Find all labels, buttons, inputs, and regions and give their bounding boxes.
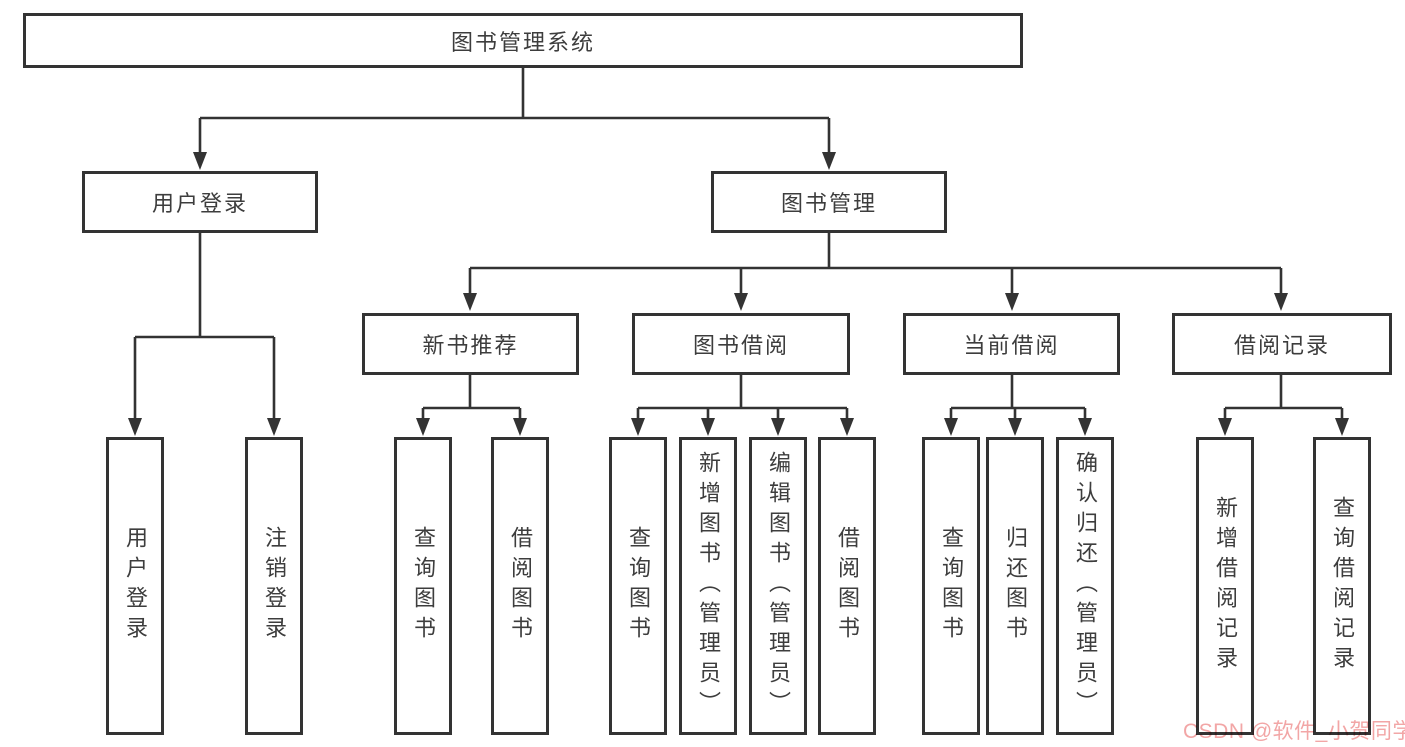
leaf-current-query-books: 查询图书 bbox=[922, 437, 980, 735]
leaf-recommend-query-books: 查询图书 bbox=[394, 437, 452, 735]
leaf-recommend-borrow-books-label: 借阅图书 bbox=[508, 526, 533, 646]
leaf-logout: 注销登录 bbox=[245, 437, 303, 735]
node-borrowing-records: 借阅记录 bbox=[1172, 313, 1392, 375]
leaf-user-login: 用户登录 bbox=[106, 437, 164, 735]
leaf-borrow-add-books-admin-label: 新增图书（管理员） bbox=[696, 451, 721, 721]
arrow-heads bbox=[128, 152, 1349, 436]
csdn-watermark: CSDN @软件_小贺同学 bbox=[1183, 720, 1405, 743]
node-new-book-recommendation: 新书推荐 bbox=[362, 313, 579, 375]
leaf-current-confirm-return-admin: 确认归还（管理员） bbox=[1056, 437, 1114, 735]
leaf-current-return-books-label: 归还图书 bbox=[1003, 526, 1028, 646]
leaf-recommend-query-books-label: 查询图书 bbox=[411, 526, 436, 646]
leaf-borrow-query-books: 查询图书 bbox=[609, 437, 667, 735]
leaf-records-query-record: 查询借阅记录 bbox=[1313, 437, 1371, 735]
node-book-management: 图书管理 bbox=[711, 171, 947, 233]
leaf-current-return-books: 归还图书 bbox=[986, 437, 1044, 735]
leaf-borrow-edit-books-admin-label: 编辑图书（管理员） bbox=[766, 451, 791, 721]
leaf-current-confirm-return-admin-label: 确认归还（管理员） bbox=[1073, 451, 1098, 721]
leaf-records-add-record: 新增借阅记录 bbox=[1196, 437, 1254, 735]
leaf-borrow-borrow-books: 借阅图书 bbox=[818, 437, 876, 735]
node-library-management-system: 图书管理系统 bbox=[23, 13, 1023, 68]
leaf-records-add-record-label: 新增借阅记录 bbox=[1213, 496, 1238, 676]
leaf-borrow-add-books-admin: 新增图书（管理员） bbox=[679, 437, 737, 735]
leaf-recommend-borrow-books: 借阅图书 bbox=[491, 437, 549, 735]
node-book-borrowing: 图书借阅 bbox=[632, 313, 850, 375]
node-current-borrowing: 当前借阅 bbox=[903, 313, 1120, 375]
tree-edges bbox=[133, 68, 1344, 420]
leaf-user-login-label: 用户登录 bbox=[123, 526, 148, 646]
leaf-logout-label: 注销登录 bbox=[262, 526, 287, 646]
leaf-borrow-query-books-label: 查询图书 bbox=[626, 526, 651, 646]
leaf-current-query-books-label: 查询图书 bbox=[939, 526, 964, 646]
leaf-borrow-borrow-books-label: 借阅图书 bbox=[835, 526, 860, 646]
leaf-records-query-record-label: 查询借阅记录 bbox=[1330, 496, 1355, 676]
leaf-borrow-edit-books-admin: 编辑图书（管理员） bbox=[749, 437, 807, 735]
node-user-login: 用户登录 bbox=[82, 171, 318, 233]
